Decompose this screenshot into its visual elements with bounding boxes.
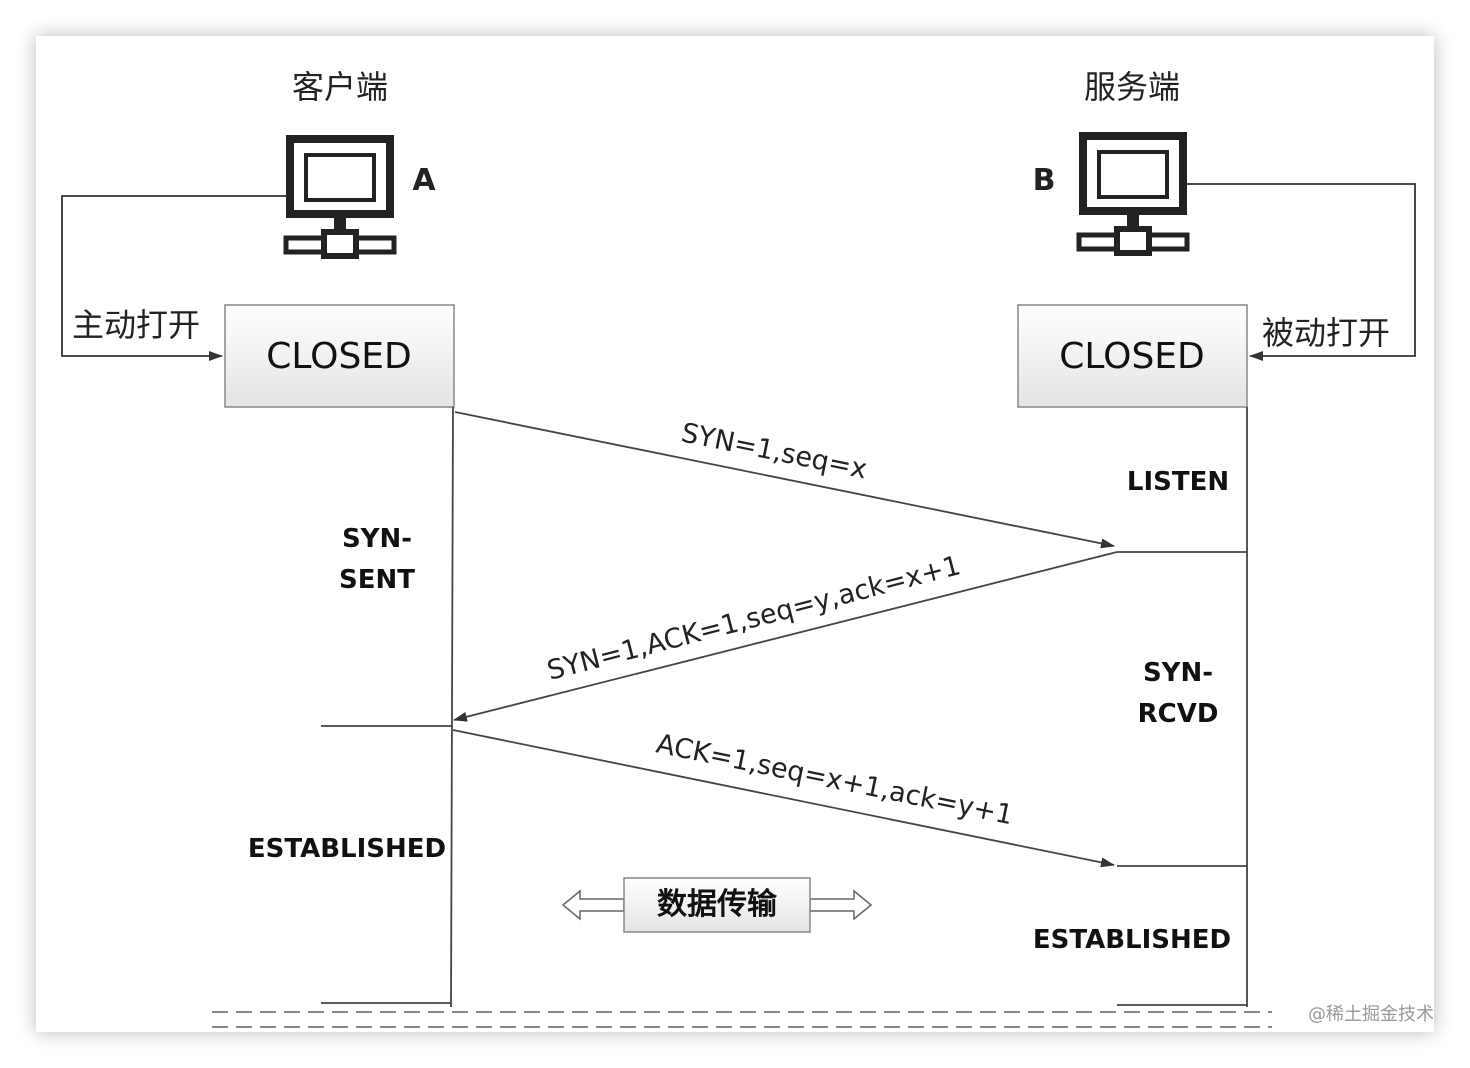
data-transfer-label: 数据传输 [657,887,778,922]
client-closed-box [224,304,455,408]
ack-arrow [452,729,1115,868]
server-closed-text: CLOSED [1059,336,1205,377]
synack-arrow [453,551,1118,722]
client-syn-sent-line1: SYN- [342,524,412,554]
client-computer-icon [283,135,397,259]
server-syn-rcvd-line1: SYN- [1143,658,1213,688]
server-established: ESTABLISHED [1033,925,1231,955]
active-open-label: 主动打开 [72,306,200,344]
server-label: B [1033,163,1056,198]
synack-label: SYN=1,ACK=1,seq=y,ack=x+1 [544,550,964,687]
client-title: 客户端 [292,68,388,106]
data-transfer-box [623,877,811,933]
active-open-path [61,195,287,361]
syn-label: SYN=1,seq=x [679,417,870,485]
data-transfer-arrow [561,889,873,921]
watermark: @稀土掘金技术 [1308,1004,1434,1025]
syn-arrow [454,411,1115,549]
client-label: A [412,163,436,198]
server-title: 服务端 [1084,68,1180,106]
server-syn-rcvd-line2: RCVD [1138,699,1219,729]
ack-label: ACK=1,seq=x+1,ack=y+1 [654,728,1016,831]
client-established: ESTABLISHED [248,834,446,864]
client-syn-sent-line2: SENT [339,565,415,595]
server-closed-box [1017,304,1248,408]
server-computer-icon [1076,132,1190,256]
passive-open-label: 被动打开 [1262,314,1390,352]
client-closed-text: CLOSED [266,336,412,377]
passive-open-path [1186,183,1416,361]
server-listen: LISTEN [1127,467,1229,497]
client-timeline [450,406,454,1008]
